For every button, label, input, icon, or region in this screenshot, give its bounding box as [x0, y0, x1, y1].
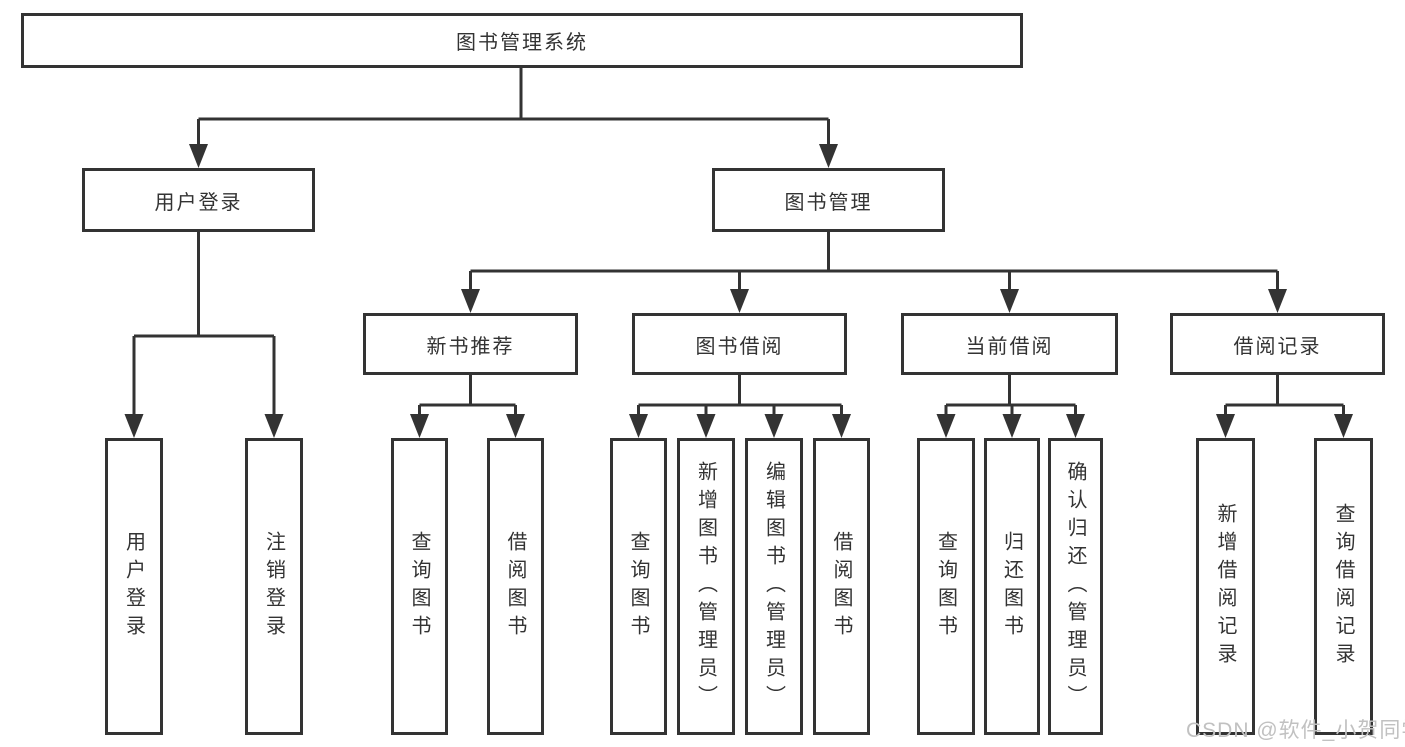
node-logout: 注销登录	[245, 438, 303, 735]
node-book-borrowing: 图书借阅	[632, 313, 847, 375]
node-query-borrow-record: 查询借阅记录	[1314, 438, 1373, 735]
csdn-watermark: CSDN @软件_小贺同学	[1186, 719, 1405, 742]
node-borrow-books-2: 借阅图书	[813, 438, 870, 735]
node-query-books-1: 查询图书	[391, 438, 448, 735]
node-add-borrow-record: 新增借阅记录	[1196, 438, 1255, 735]
arrow-icon	[764, 414, 784, 438]
arrow-icon	[506, 414, 525, 438]
node-borrow-books-1: 借阅图书	[487, 438, 544, 735]
arrow-icon	[124, 414, 144, 438]
node-edit-books-admin: 编辑图书（管理员）	[745, 438, 803, 735]
node-query-books-2: 查询图书	[610, 438, 667, 735]
node-library-system: 图书管理系统	[21, 13, 1023, 68]
arrow-icon	[629, 414, 648, 438]
arrow-icon	[1216, 414, 1235, 438]
arrow-icon	[1268, 289, 1287, 313]
arrow-icon	[1334, 414, 1353, 438]
arrow-icon	[1002, 414, 1022, 438]
arrow-icon	[461, 289, 480, 313]
arrow-icon	[832, 414, 851, 438]
arrow-icon	[264, 414, 284, 438]
arrow-icon	[410, 414, 429, 438]
node-confirm-return-admin: 确认归还（管理员）	[1048, 438, 1103, 735]
arrow-icon	[936, 414, 956, 438]
arrow-icon	[1000, 289, 1019, 313]
node-new-book-recommend: 新书推荐	[363, 313, 578, 375]
node-book-management: 图书管理	[712, 168, 945, 232]
node-current-borrowing: 当前借阅	[901, 313, 1118, 375]
arrow-icon	[1066, 414, 1085, 438]
node-return-books: 归还图书	[984, 438, 1040, 735]
node-add-books-admin: 新增图书（管理员）	[677, 438, 735, 735]
node-user-login-leaf: 用户登录	[105, 438, 163, 735]
node-query-books-3: 查询图书	[917, 438, 975, 735]
arrow-icon	[819, 144, 838, 168]
node-borrowing-records: 借阅记录	[1170, 313, 1385, 375]
arrow-icon	[189, 144, 208, 168]
arrow-icon	[696, 414, 716, 438]
node-user-login-branch: 用户登录	[82, 168, 315, 232]
arrow-icon	[730, 289, 749, 313]
